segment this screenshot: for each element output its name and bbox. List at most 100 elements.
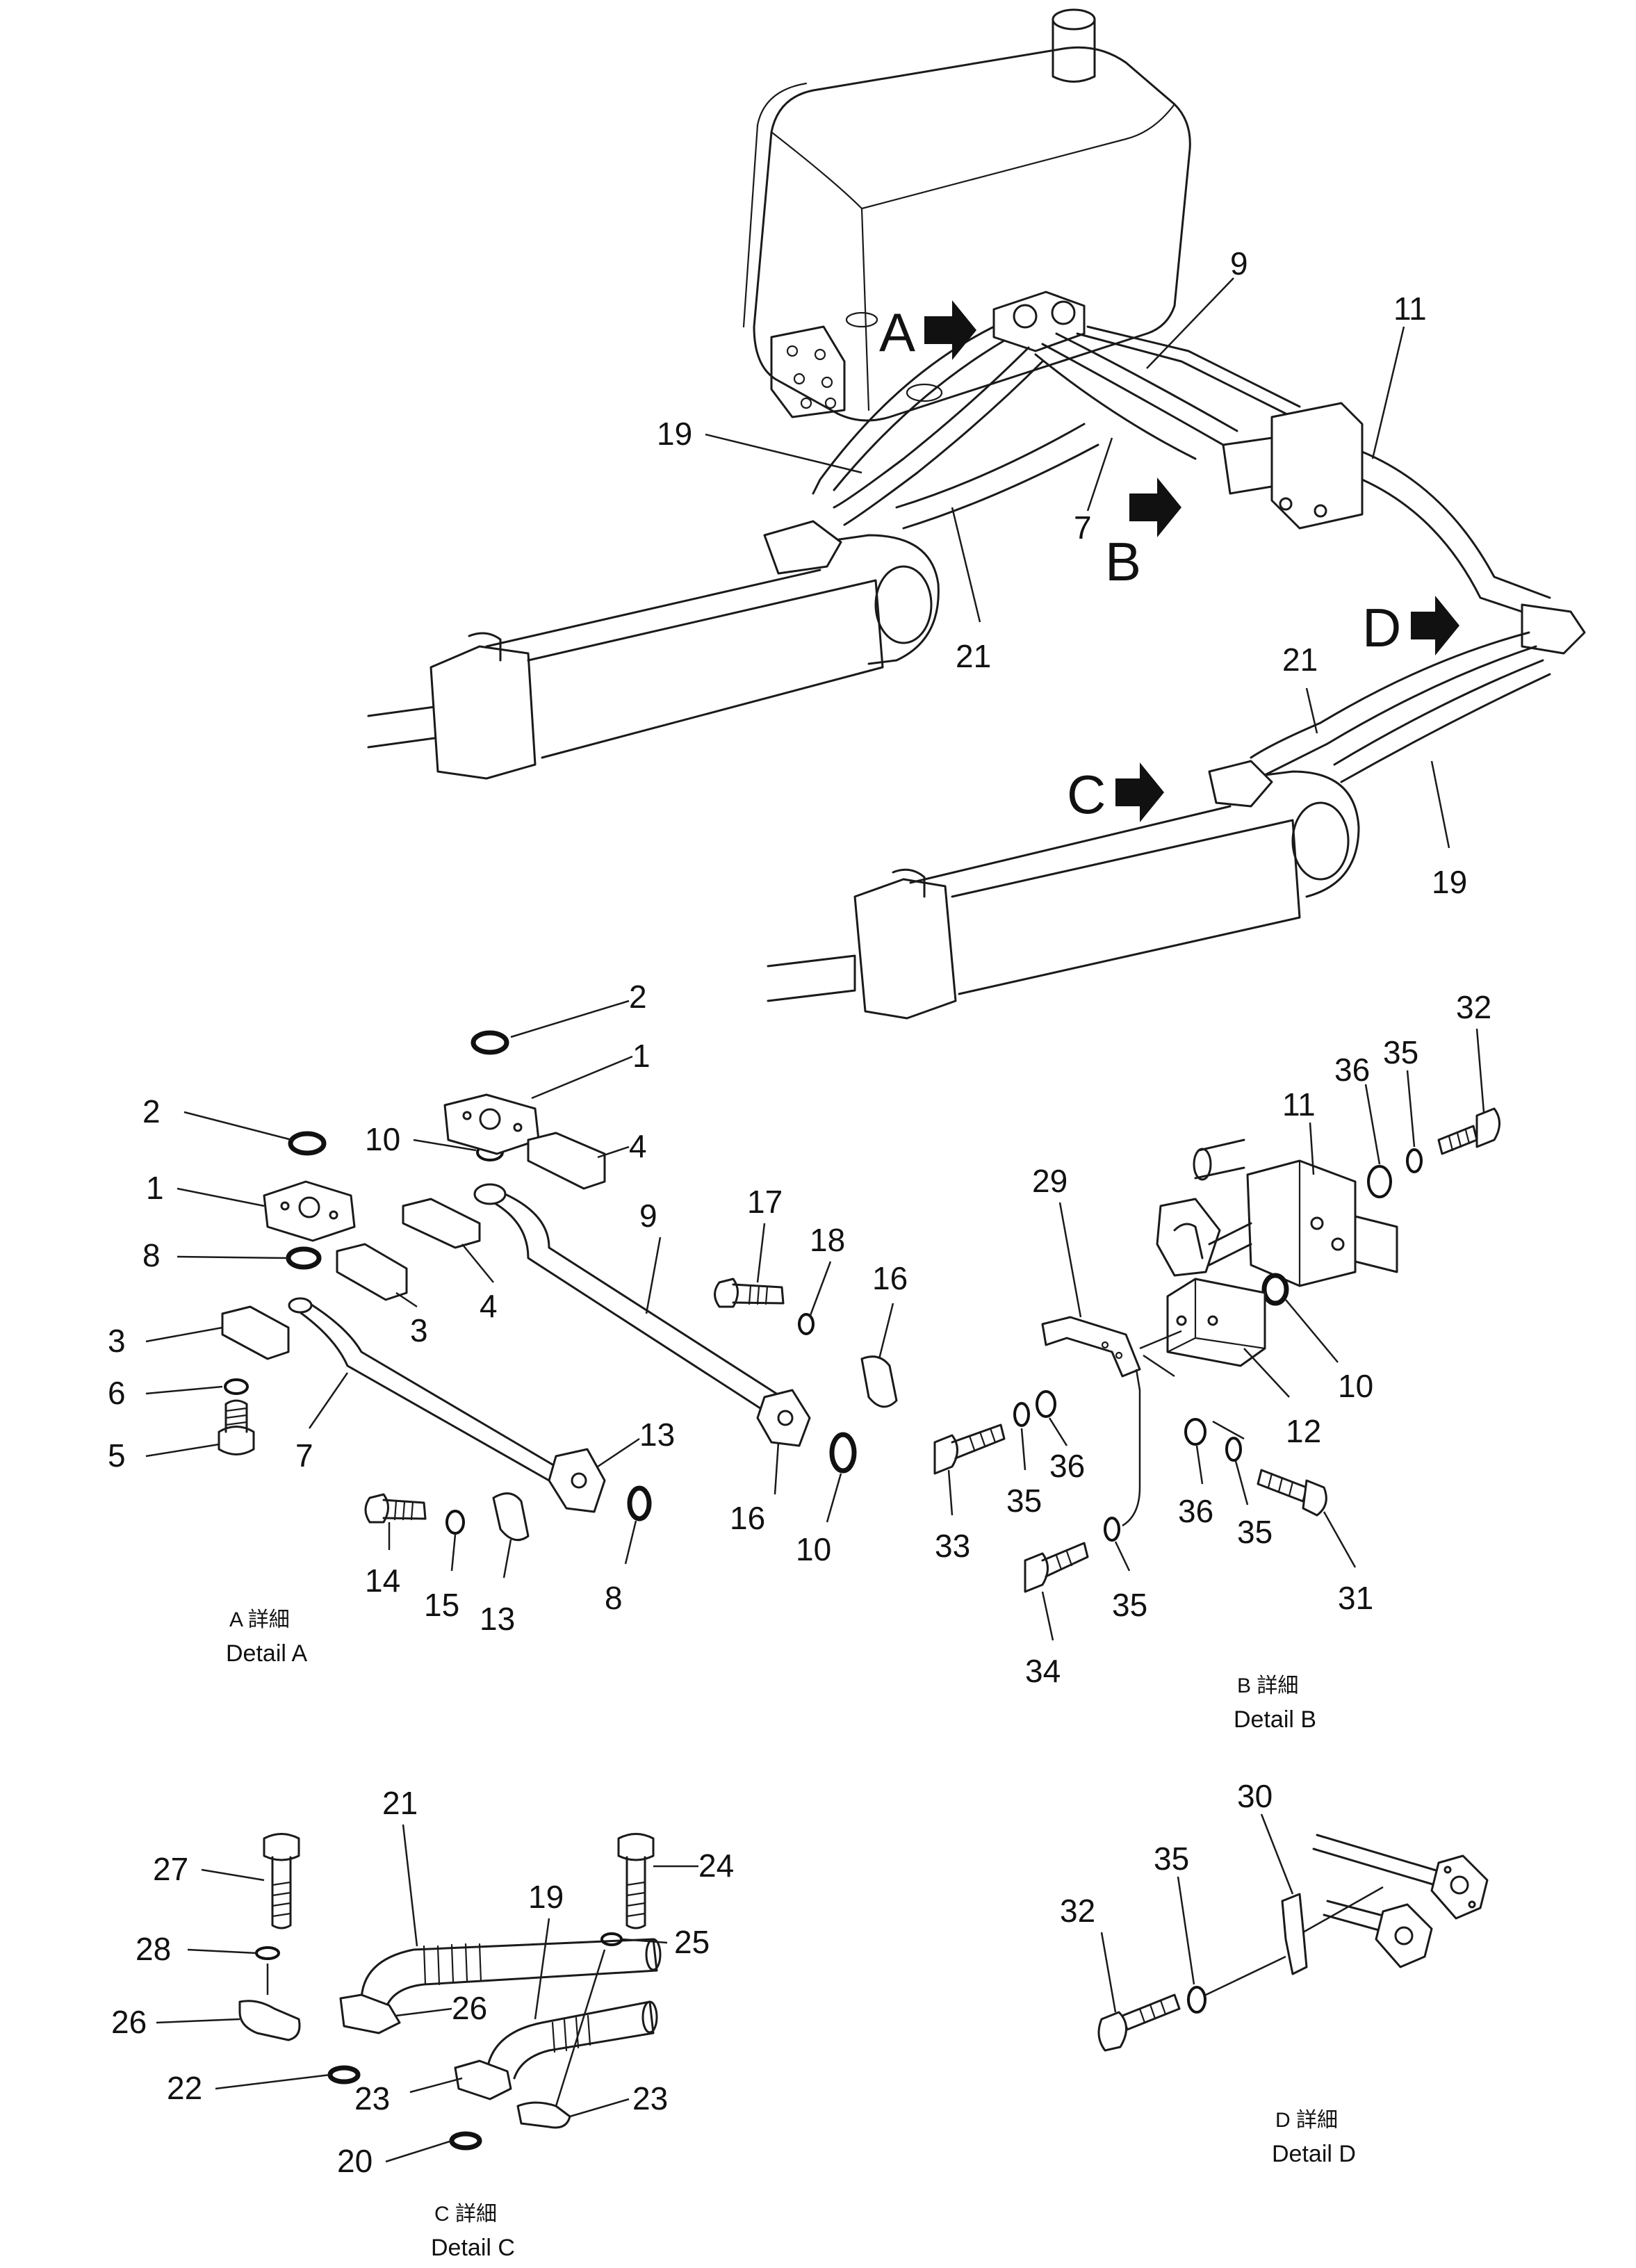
flange-23-on-hose [454,2059,512,2100]
clamp-13-lower [492,1492,530,1542]
caption-d-jp: D 詳細 [1275,2109,1338,2132]
hydraulic-tank [742,8,1191,422]
callout-a-3-left: 3 [108,1323,126,1359]
callout-a-1-left: 1 [146,1170,164,1206]
caption-d-en: Detail D [1272,2141,1356,2167]
callout-c-21: 21 [382,1785,418,1821]
clamp-3-mid [336,1243,408,1301]
flange-d-lower [1375,1903,1433,1968]
clamp-16 [860,1355,898,1408]
callout-a-6: 6 [108,1375,126,1411]
callout-c-26-left: 26 [111,2004,147,2040]
caption-b-en: Detail B [1234,1706,1316,1733]
callout-c-23-left: 23 [354,2080,390,2116]
bolt-5-head [218,1426,255,1455]
callout-c-19: 19 [528,1879,564,1915]
callout-b-31: 31 [1338,1580,1373,1616]
washer-6 [224,1378,249,1395]
tube-7 [291,1305,550,1482]
lockwasher-35-b1 [1013,1402,1030,1427]
clamp-4-mid [402,1198,481,1249]
callout-d-32: 32 [1060,1893,1095,1929]
bolt-32-head [1475,1107,1500,1148]
view-marker-c: C [1067,764,1106,825]
lockwasher-35-b3 [1225,1437,1242,1462]
bolt-27-head [263,1833,300,1861]
callout-b-35-top: 35 [1383,1034,1418,1070]
o-ring-8-lower [627,1485,652,1521]
callout-a-10-lower: 10 [796,1531,831,1567]
overview-assembly: A B D C 9 11 19 7 21 21 19 [367,8,1586,1020]
callout-c-24: 24 [698,1847,734,1884]
view-arrow-d: D [1362,596,1459,658]
callout-a-17: 17 [747,1184,783,1220]
callout-a-3-mid: 3 [410,1312,428,1348]
callout-a-13-lower: 13 [480,1601,515,1637]
callout-a-1-top: 1 [632,1038,651,1074]
callout-b-35-b3: 35 [1237,1514,1273,1550]
callout-c-27: 27 [153,1851,188,1887]
valve-11-flange [1156,1198,1221,1277]
callout-c-22: 22 [167,2070,202,2106]
callout-a-18: 18 [810,1222,845,1258]
callout-b-33: 33 [935,1528,970,1564]
callout-b-34: 34 [1025,1653,1061,1689]
callout-21: 21 [956,638,991,674]
callout-b-36-b1: 36 [1049,1448,1085,1484]
callout-a-8-lower: 8 [605,1580,623,1616]
callout-a-13-right: 13 [639,1417,675,1453]
callout-c-26-right: 26 [452,1990,487,2026]
callout-b-29: 29 [1032,1163,1068,1199]
caption-c-en: Detail C [431,2235,515,2261]
caption-a-jp: A 詳細 [229,1608,290,1631]
o-ring-10-lower [829,1432,857,1474]
callout-a-14: 14 [365,1563,400,1599]
callout-7: 7 [1074,509,1092,546]
callout-b-10: 10 [1338,1368,1373,1404]
detail-c: 21 27 24 19 28 25 26 26 22 23 23 20 C 詳細… [111,1785,734,2261]
o-ring-2-top [471,1030,509,1055]
callout-c-28: 28 [136,1931,171,1967]
callout-a-5: 5 [108,1437,126,1474]
callout-a-4-mid: 4 [480,1288,498,1324]
callout-a-9: 9 [639,1198,657,1234]
callout-d-30: 30 [1237,1778,1273,1814]
clamp-3-left [221,1305,290,1360]
valve-11-pipe-left [1194,1139,1245,1180]
bolt-31-shank [1257,1469,1308,1503]
bolt-32-shank [1437,1125,1478,1155]
view-marker-b: B [1105,531,1141,592]
o-ring-10-b [1261,1273,1289,1306]
callout-a-2-top: 2 [629,979,647,1015]
pipe-d-upper [1312,1834,1447,1888]
lockwasher-35-top [1406,1148,1423,1173]
washer-36-b2 [1184,1418,1206,1446]
bracket-30 [1281,1893,1308,1975]
callout-b-11: 11 [1282,1086,1316,1123]
flange-1-left [263,1180,356,1242]
callout-a-7: 7 [295,1437,313,1474]
detail-b: 32 36 35 11 29 10 12 33 35 36 36 35 31 3… [933,989,1500,1733]
callout-a-16-lower: 16 [730,1500,765,1536]
washer-28 [255,1946,280,1960]
hose-19 [485,2000,655,2080]
caption-a-en: Detail A [226,1640,307,1667]
view-marker-d: D [1362,597,1401,658]
detail-a: 2 1 2 10 4 1 8 3 4 3 6 5 7 9 17 18 16 13 [108,979,908,1667]
lower-lift-cylinder [767,770,1360,1020]
view-arrow-a: A [879,300,976,363]
callout-b-36-top: 36 [1334,1052,1370,1088]
callout-19b: 19 [1432,864,1467,900]
callout-21b: 21 [1282,642,1318,678]
valve-11 [1246,1159,1357,1287]
upper-tube-routing [763,325,1586,808]
clamp-26-left [238,2000,301,2041]
bolt-34-head [1024,1552,1049,1593]
callout-d-35: 35 [1154,1841,1189,1877]
bracket-29 [1041,1316,1141,1378]
bolt-33-head [933,1434,958,1475]
bolt-32-d-shank [1121,1993,1181,2031]
washer-36-top [1367,1165,1392,1198]
clamp-4-top [527,1132,606,1190]
